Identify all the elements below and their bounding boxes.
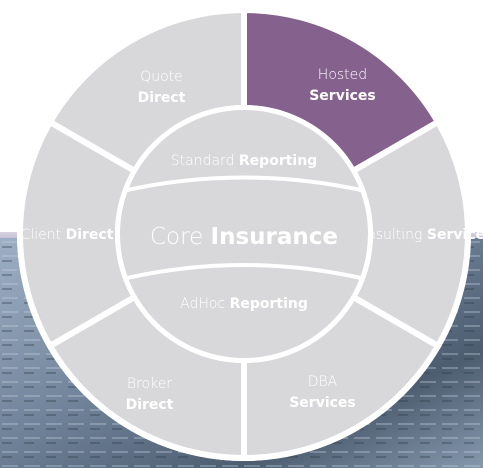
segment-label-line: Broker [127,376,172,392]
segment-label-light: DBA [308,374,338,390]
segment-label-bold: Services [427,227,483,243]
segment-label-client-direct: Client Direct [21,227,114,243]
segment-label-light: Quote [140,69,183,85]
core-top-label: Standard Reporting [171,153,317,169]
segment-label-bold: Services [309,88,376,104]
segment-label-dba-services: DBA Services [289,374,356,411]
segment-label-bold: Direct [66,227,114,243]
segment-label-bold: Services [289,395,356,411]
segment-label-bold: Direct [126,397,174,413]
segment-label-line: Services [309,88,376,104]
core-center-label: Core Insurance [150,224,338,250]
segment-label-line: Direct [126,397,174,413]
segment-label-light: Client [21,227,66,243]
core-lower-arc [126,263,362,280]
core-bottom-label: AdHoc Reporting [180,296,308,312]
segment-label-line: Hosted [318,67,367,83]
segment-label-line: Client Direct [21,227,114,243]
segment-label-light: Hosted [318,67,367,83]
core-fill [120,110,368,358]
segment-label-line: Quote [140,69,183,85]
segment-label-line: Services [289,395,356,411]
segment-label-light: Broker [127,376,172,392]
segment-label-line: DBA [308,374,338,390]
core-circle: Standard Reporting Core Insurance AdHoc … [115,105,373,363]
core-upper-arc [126,175,362,192]
segment-label-bold: Direct [138,90,186,106]
segment-label-line: Direct [138,90,186,106]
